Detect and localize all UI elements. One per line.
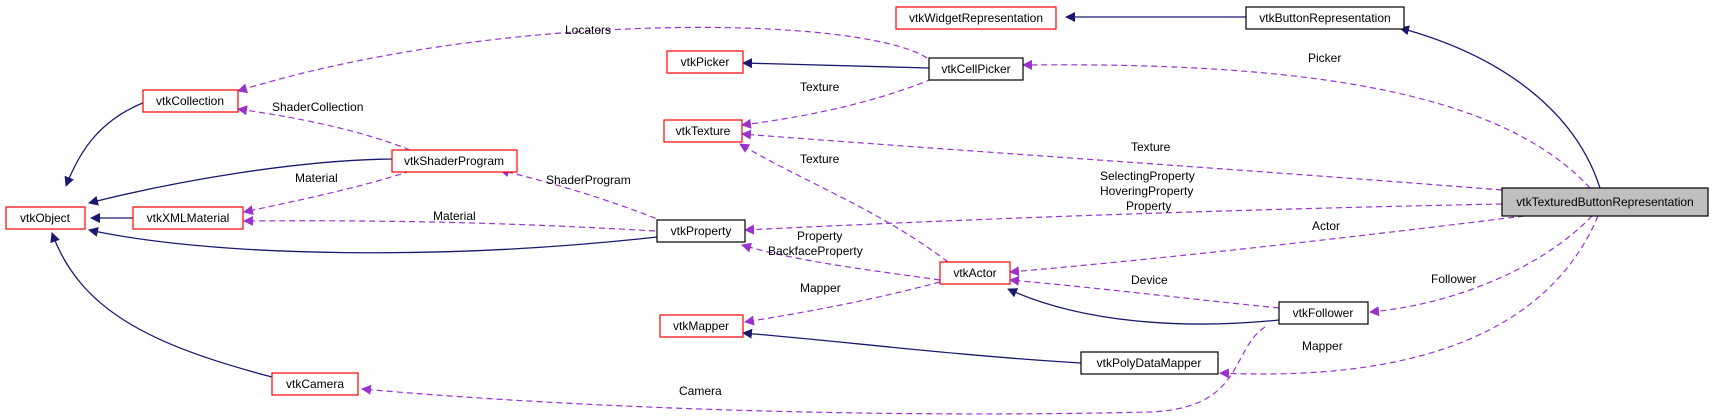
edge-texture-cellpicker (741, 78, 933, 129)
label-actor: Actor (1312, 219, 1340, 233)
edge-shaderprogram-to-object (88, 158, 393, 206)
node-vtkMapper[interactable]: vtkMapper (659, 314, 744, 338)
node-vtkActor[interactable]: vtkActor (939, 261, 1011, 285)
label-property-actor: Property (797, 229, 842, 243)
inheritance-edges (50, 12, 1601, 378)
node-label: vtkObject (20, 211, 71, 225)
edge-actor (1009, 215, 1525, 277)
node-label: vtkTexture (676, 124, 731, 138)
node-vtkShaderProgram[interactable]: vtkShaderProgram (391, 149, 518, 173)
node-vtkPicker[interactable]: vtkPicker (666, 50, 744, 74)
node-vtkPolyDataMapper[interactable]: vtkPolyDataMapper (1080, 351, 1219, 375)
node-vtkXMLMaterial[interactable]: vtkXMLMaterial (132, 206, 244, 230)
node-vtkTexturedButtonRepresentation[interactable]: vtkTexturedButtonRepresentation (1501, 187, 1709, 217)
edge-mapper-actor (744, 281, 941, 326)
edge-camera-to-object (50, 232, 273, 378)
node-label: vtkPolyDataMapper (1097, 356, 1202, 370)
edge-property-to-object (88, 226, 658, 254)
nodes: vtkWidgetRepresentation vtkButtonReprese… (5, 6, 1709, 396)
node-label: vtkCellPicker (941, 62, 1010, 76)
label-locators: Locators (565, 23, 611, 37)
edge-shader-collection (237, 105, 411, 151)
label-property-main: Property (1126, 199, 1171, 213)
node-label: vtkButtonRepresentation (1259, 11, 1390, 25)
node-vtkCollection[interactable]: vtkCollection (142, 89, 239, 113)
node-label: vtkCollection (156, 94, 224, 108)
edge-follower-to-actor (1007, 288, 1280, 325)
edge-texture-main (741, 129, 1503, 191)
node-label: vtkProperty (671, 224, 732, 238)
label-backface-property: BackfaceProperty (768, 244, 863, 258)
label-picker: Picker (1308, 51, 1341, 65)
edge-texturedbutton-to-buttonrep (1399, 25, 1601, 189)
edge-cellpicker-to-picker (742, 58, 930, 69)
label-hovering-property: HoveringProperty (1100, 184, 1193, 198)
edge-texture-actor (739, 143, 949, 263)
node-vtkProperty[interactable]: vtkProperty (656, 219, 746, 243)
node-label: vtkMapper (673, 319, 729, 333)
edge-mapper-main (1219, 215, 1599, 379)
label-mapper-main: Mapper (1302, 339, 1343, 353)
label-mapper-actor: Mapper (800, 281, 841, 295)
edge-property-actor (741, 242, 941, 281)
edge-material-shader (243, 167, 421, 216)
label-shader-collection: ShaderCollection (272, 100, 363, 114)
edge-labels: Locators Picker Texture ShaderCollection… (272, 23, 1476, 398)
edge-collection-to-object (64, 101, 146, 187)
edge-locators (237, 26, 928, 94)
edge-follower (1369, 215, 1593, 317)
label-camera: Camera (679, 384, 722, 398)
edge-property-main (744, 203, 1503, 235)
node-label: vtkPicker (681, 55, 730, 69)
node-vtkTexture[interactable]: vtkTexture (663, 119, 743, 143)
node-label: vtkFollower (1293, 306, 1354, 320)
edge-picker (1022, 59, 1591, 189)
label-material-shader: Material (295, 171, 338, 185)
node-label: vtkCamera (286, 377, 344, 391)
node-label: vtkShaderProgram (404, 154, 504, 168)
usage-edges (237, 26, 1599, 415)
node-vtkObject[interactable]: vtkObject (5, 206, 86, 230)
node-vtkCamera[interactable]: vtkCamera (271, 372, 359, 396)
node-vtkButtonRepresentation[interactable]: vtkButtonRepresentation (1245, 6, 1405, 30)
label-texture-actor: Texture (800, 152, 840, 166)
label-texture-main: Texture (1131, 140, 1171, 154)
node-label: vtkWidgetRepresentation (909, 11, 1043, 25)
label-material-property: Material (433, 209, 476, 223)
label-follower: Follower (1431, 272, 1476, 286)
edge-shaderprogram (499, 167, 666, 223)
node-label: vtkXMLMaterial (147, 211, 230, 225)
label-device: Device (1131, 273, 1168, 287)
edge-material-property (243, 215, 656, 232)
node-label: vtkTexturedButtonRepresentation (1516, 195, 1693, 209)
node-vtkWidgetRepresentation[interactable]: vtkWidgetRepresentation (895, 6, 1057, 30)
label-shader-program: ShaderProgram (546, 173, 631, 187)
edge-camera (361, 326, 1266, 415)
node-label: vtkActor (953, 266, 996, 280)
node-vtkFollower[interactable]: vtkFollower (1278, 301, 1369, 325)
label-texture-cellpicker: Texture (800, 80, 840, 94)
label-selecting-property: SelectingProperty (1100, 169, 1195, 183)
edge-polydatamapper-to-mapper (742, 328, 1082, 364)
node-vtkCellPicker[interactable]: vtkCellPicker (928, 57, 1024, 81)
